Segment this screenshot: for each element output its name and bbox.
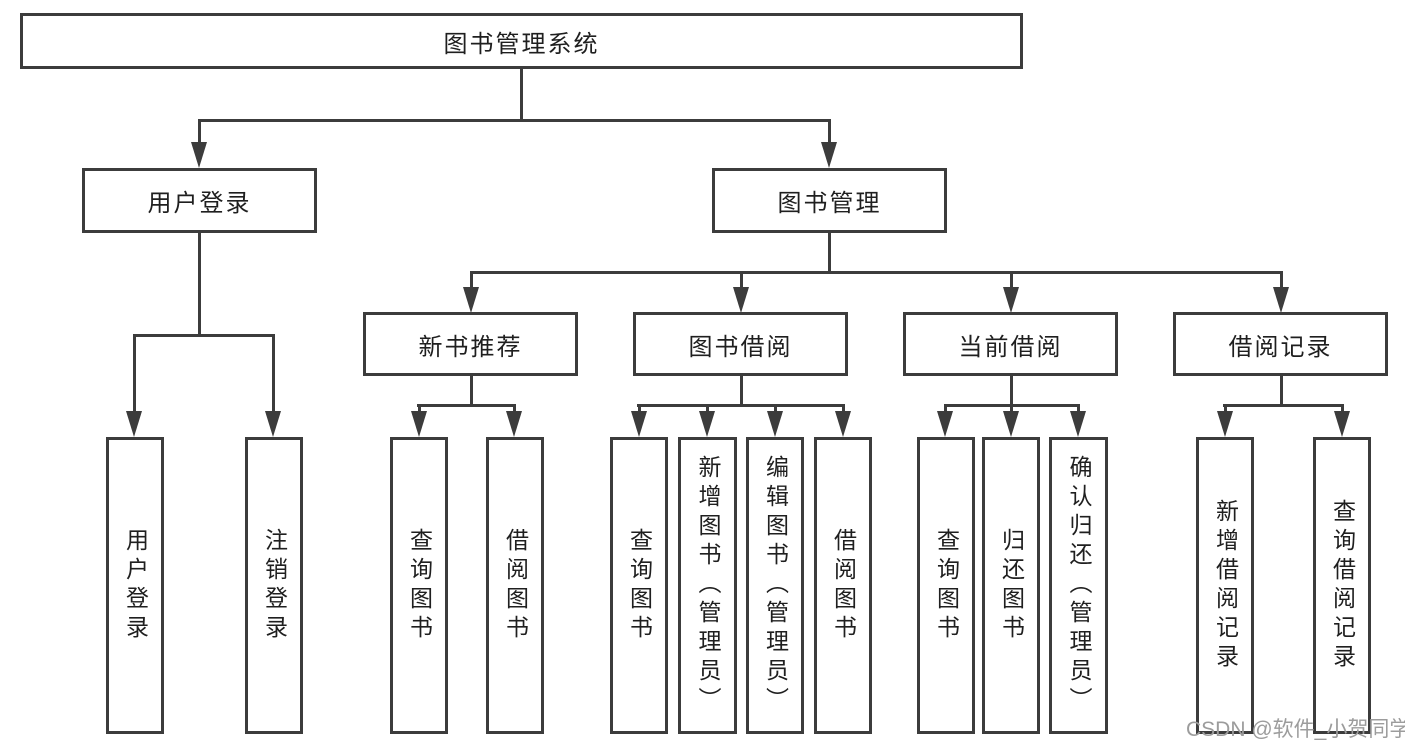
arrowhead-down-icon: [191, 142, 207, 168]
connector: [739, 272, 743, 292]
node-current-borrowing: 当前借阅: [903, 312, 1118, 376]
node-borrowing-records: 借阅记录: [1173, 312, 1388, 376]
leaf-bb-edit-books-admin: 编辑图书（管理员）: [746, 437, 804, 734]
connector: [197, 118, 831, 122]
node-user-login: 用户登录: [82, 168, 317, 233]
connector: [197, 233, 201, 336]
node-label: 图书管理系统: [443, 30, 600, 58]
connector: [1223, 403, 1344, 407]
leaf-bb-borrow-books: 借阅图书: [814, 437, 872, 734]
node-label: 图书借阅: [688, 333, 793, 361]
leaf-label: 新增图书（管理员）: [695, 455, 721, 716]
connector: [197, 120, 201, 150]
node-book-management: 图书管理: [712, 168, 947, 233]
connector: [133, 333, 275, 337]
connector: [1009, 376, 1013, 406]
arrowhead-down-icon: [463, 287, 479, 313]
watermark-text: CSDN @软件_小贺同学: [1186, 718, 1405, 741]
connector: [519, 69, 523, 120]
arrowhead-down-icon: [821, 142, 837, 168]
node-new-book-recommend: 新书推荐: [363, 312, 578, 376]
arrowhead-down-icon: [937, 411, 953, 437]
connector: [637, 403, 845, 407]
leaf-label: 查询借阅记录: [1329, 498, 1356, 673]
connector: [1009, 405, 1013, 415]
connector: [773, 405, 777, 415]
node-label: 当前借阅: [958, 333, 1063, 361]
leaf-label: 归还图书: [998, 527, 1025, 644]
connector: [827, 120, 831, 150]
leaf-label: 注销登录: [261, 527, 288, 644]
node-label: 新书推荐: [418, 333, 523, 361]
arrowhead-down-icon: [835, 411, 851, 437]
connector: [1223, 405, 1227, 415]
node-book-borrowing: 图书借阅: [633, 312, 848, 376]
connector: [272, 335, 275, 413]
leaf-label: 确认归还（管理员）: [1066, 455, 1092, 716]
leaf-cb-return-books: 归还图书: [982, 437, 1040, 734]
leaf-nbr-borrow-books: 借阅图书: [486, 437, 544, 734]
arrowhead-down-icon: [126, 411, 142, 437]
connector: [1279, 376, 1283, 406]
leaf-br-query-record: 查询借阅记录: [1313, 437, 1371, 734]
arrowhead-down-icon: [1003, 411, 1019, 437]
node-label: 图书管理: [777, 190, 882, 217]
arrowhead-down-icon: [767, 411, 783, 437]
connector: [944, 405, 947, 415]
connector: [469, 270, 1283, 274]
connector: [637, 405, 641, 415]
node-label: 借阅记录: [1228, 333, 1333, 361]
leaf-bb-add-books-admin: 新增图书（管理员）: [678, 437, 737, 734]
arrowhead-down-icon: [1217, 411, 1233, 437]
arrowhead-down-icon: [1070, 411, 1086, 437]
arrowhead-down-icon: [1334, 411, 1350, 437]
connector: [739, 376, 743, 406]
connector: [133, 335, 136, 413]
connector: [1077, 405, 1080, 415]
leaf-logout: 注销登录: [245, 437, 303, 734]
leaf-label: 借阅图书: [830, 527, 857, 644]
connector: [827, 232, 831, 273]
leaf-nbr-query-books: 查询图书: [390, 437, 448, 734]
leaf-bb-query-books: 查询图书: [610, 437, 668, 734]
node-label: 用户登录: [147, 190, 252, 217]
connector: [1279, 272, 1283, 292]
leaf-label: 查询图书: [626, 527, 653, 644]
arrowhead-down-icon: [631, 411, 647, 437]
leaf-cb-confirm-return-admin: 确认归还（管理员）: [1049, 437, 1108, 734]
leaf-label: 查询图书: [406, 527, 433, 644]
arrowhead-down-icon: [1273, 287, 1289, 313]
leaf-label: 编辑图书（管理员）: [762, 455, 789, 716]
arrowhead-down-icon: [699, 411, 715, 437]
leaf-label: 查询图书: [933, 527, 960, 644]
leaf-br-add-record: 新增借阅记录: [1196, 437, 1254, 734]
connector: [417, 405, 421, 415]
connector: [513, 405, 516, 415]
connector: [1009, 272, 1013, 292]
leaf-cb-query-books: 查询图书: [917, 437, 975, 734]
arrowhead-down-icon: [411, 411, 427, 437]
leaf-label: 新增借阅记录: [1212, 498, 1239, 673]
connector: [842, 405, 845, 415]
arrowhead-down-icon: [265, 411, 281, 437]
node-library-management-system: 图书管理系统: [20, 13, 1023, 69]
leaf-user-login: 用户登录: [106, 437, 164, 734]
leaf-label: 借阅图书: [502, 527, 529, 644]
arrowhead-down-icon: [1003, 287, 1019, 313]
connector: [417, 403, 516, 407]
connector: [469, 376, 473, 406]
connector: [1340, 405, 1344, 415]
arrowhead-down-icon: [733, 287, 749, 313]
connector: [469, 272, 473, 292]
connector: [705, 405, 709, 415]
arrowhead-down-icon: [506, 411, 522, 437]
leaf-label: 用户登录: [122, 527, 149, 644]
